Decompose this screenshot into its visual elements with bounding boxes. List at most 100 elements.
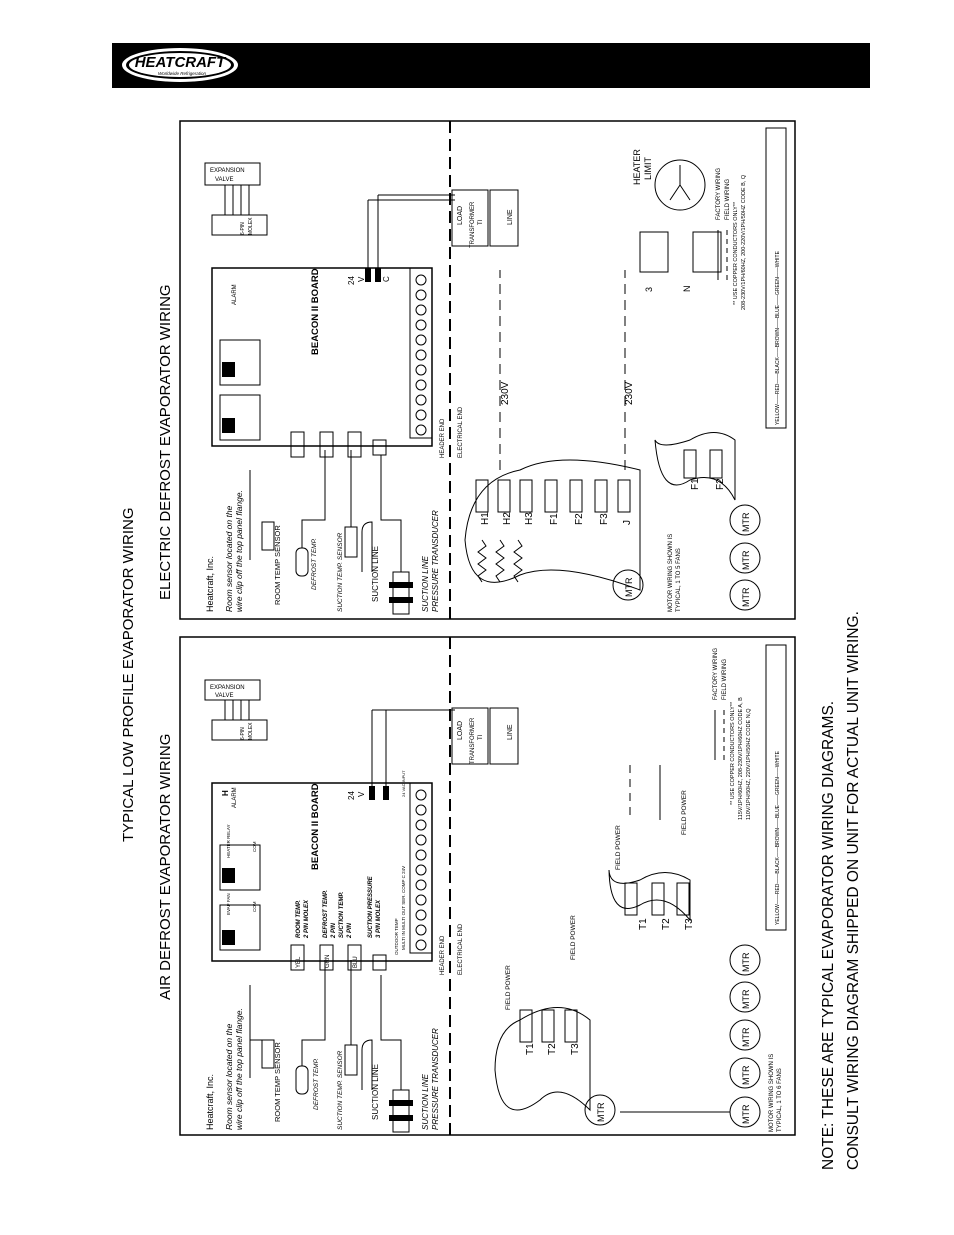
left-roomtemp-2: 2 PIN MOLEX — [304, 899, 310, 939]
left-legend-copper: ** USE COPPER CONDUCTORS ONLY** — [730, 701, 736, 805]
right-suction-line: SUCTION LINE — [371, 546, 380, 602]
right-j: J — [622, 520, 633, 525]
note-line-1: NOTE: THESE ARE TYPICAL EVAPORATOR WIRIN… — [820, 701, 837, 1170]
right-mtr-1: MTR — [741, 587, 751, 607]
right-exp-1: EXPANSION — [210, 168, 245, 174]
right-room-note-2: wire clip off the top panel flange. — [234, 490, 244, 612]
right-f1b: F1 — [690, 478, 701, 490]
left-com-1: COM — [252, 901, 257, 912]
left-heater-relay: HEATER RELAY — [226, 824, 231, 858]
left-motors: MTR MTR MTR MTR MTR MTR — [584, 944, 761, 1128]
right-mtr-3: MTR — [741, 512, 751, 532]
electric-defrost-panel: Heatcraft, Inc. Room sensor located on t… — [179, 120, 796, 620]
right-mtr-2: MTR — [741, 550, 751, 570]
left-title: AIR DEFROST EVAPORATOR WIRING — [157, 734, 174, 1000]
left-t1b: T1 — [638, 918, 649, 930]
brand-name: HEATCRAFT — [135, 54, 227, 71]
left-outdoor: OUTDOOR TEMP — [394, 918, 399, 955]
left-suction-sensor: SUCTION TEMP. SENSOR — [337, 1050, 344, 1130]
right-defrost-temp: DEFROST TEMP. — [311, 538, 318, 590]
right-beacon-board: BEACON II BOARD — [310, 268, 321, 355]
left-mtr-1: MTR — [741, 1104, 751, 1124]
left-board-terms: MULTI IN MULTI OUT SER. COMP C 24V — [401, 866, 406, 950]
left-alarm-symbol: H — [221, 790, 230, 796]
left-t3b: T3 — [684, 918, 695, 930]
right-alarm: ALARM — [232, 284, 238, 305]
left-company: Heatcraft, Inc. — [205, 1074, 215, 1130]
left-field-power-4: FIELD POWER — [681, 790, 688, 835]
left-legend-code-2: 110V/1PH/50HZ, 220V/1PH/50HZ CODE N,Q — [746, 708, 752, 820]
right-f2: F2 — [574, 513, 585, 525]
right-motor-note-1: MOTOR WIRING SHOWN IS — [668, 534, 674, 612]
left-v: V — [357, 791, 366, 797]
right-legend-field: FIELD WIRING — [725, 179, 731, 220]
left-field-power-1: FIELD POWER — [505, 965, 512, 1010]
left-load: LOAD — [457, 721, 464, 740]
left-t2b: T2 — [661, 918, 672, 930]
left-molex-1: 6-PIN — [240, 727, 246, 740]
left-ti: TI — [478, 734, 484, 740]
right-room-note-1: Room sensor located on the — [224, 505, 234, 612]
right-legend-copper: ** USE COPPER CONDUCTORS ONLY** — [733, 201, 739, 305]
left-suction-line: SUCTION LINE — [371, 1064, 380, 1120]
left-pt-2: PRESSURE TRANSDUCER — [431, 1028, 440, 1130]
right-24: 24 — [347, 276, 356, 285]
right-h2: H2 — [502, 512, 513, 525]
right-h1: H1 — [480, 512, 491, 525]
left-room-note-1: Room sensor located on the — [224, 1023, 234, 1130]
right-f2b: F2 — [715, 478, 726, 490]
left-t3: T3 — [570, 1043, 581, 1055]
left-field-power-2: FIELD POWER — [570, 915, 577, 960]
right-electrical-end: ELECTRICAL END — [458, 406, 464, 458]
right-room-sensor: ROOM TEMP SENSOR — [273, 525, 282, 605]
left-com-2: COM — [252, 841, 257, 852]
right-heater: HEATER — [632, 149, 642, 185]
left-defrostpin-2: 2 PIN — [331, 922, 337, 939]
left-field-power-3: FIELD POWER — [615, 825, 622, 870]
left-grn: GRN — [325, 955, 331, 968]
left-beacon-board: BEACON II BOARD — [310, 783, 321, 870]
right-pt-2: PRESSURE TRANSDUCER — [431, 510, 440, 612]
right-f1: F1 — [549, 513, 560, 525]
main-title: TYPICAL LOW PROFILE EVAPORATOR WIRING — [120, 508, 137, 843]
right-title: ELECTRIC DEFROST EVAPORATOR WIRING — [157, 284, 174, 600]
left-suctionpin-2: 2 PIN — [347, 922, 353, 939]
right-pt-1: SUCTION LINE — [421, 555, 430, 612]
right-limit: LIMIT — [643, 156, 653, 180]
right-legend-code: 208-230V/1PH/60HZ, 200-220V/1PH/50HZ COD… — [741, 174, 747, 310]
left-mtr-5: MTR — [741, 952, 751, 972]
left-mtr-4: MTR — [741, 989, 751, 1009]
right-legend-factory: FACTORY WIRING — [716, 168, 722, 220]
heatcraft-logo: HEATCRAFT Worldwide Refrigeration — [122, 48, 238, 82]
left-legend-code-1: 115V/1PH/60HZ, 208-230V/1PH/60HZ CODE A,… — [738, 697, 744, 820]
right-ti: TI — [478, 219, 484, 225]
left-defrostpin-1: DEFROST TEMP. — [323, 890, 329, 938]
left-exp-1: EXPANSION — [210, 685, 245, 691]
left-exp-2: VALVE — [215, 693, 233, 699]
right-transformer: TRANSFORMER — [470, 201, 476, 248]
left-mtr-2: MTR — [741, 1065, 751, 1085]
left-blu: BLU — [353, 956, 359, 968]
note-line-2: CONSULT WIRING DIAGRAM SHIPPED ON UNIT F… — [845, 611, 862, 1170]
right-230v-1: 230V — [500, 381, 511, 405]
left-header-end: HEADER END — [440, 935, 446, 975]
left-motor-note-2: TYPICAL, 1 TO 6 FANS — [777, 1068, 783, 1132]
left-colors: YELLOW——RED——BLACK——BROWN——BLUE——GREEN——… — [775, 750, 781, 925]
left-suctionpress-2: 3 PIN MOLEX — [376, 899, 382, 938]
left-transformer: TRANSFORMER — [470, 717, 476, 764]
left-room-note-2: wire clip off the top panel flange. — [234, 1008, 244, 1130]
right-colors: YELLOW——RED——BLACK——BROWN——BLUE——GREEN——… — [775, 250, 781, 425]
right-molex-1: 6-PIN — [240, 222, 246, 235]
left-molex-2: MOLEX — [248, 722, 254, 740]
left-pt-1: SUCTION LINE — [421, 1073, 430, 1130]
right-h-terminals — [475, 479, 631, 513]
right-v: V — [357, 276, 366, 282]
left-evap-fan: EVAP FAN — [226, 893, 231, 915]
right-company: Heatcraft, Inc. — [205, 556, 215, 612]
left-alarm: ALARM — [232, 787, 238, 808]
right-c: C — [382, 276, 391, 282]
left-legend-factory: FACTORY WIRING — [713, 648, 719, 700]
left-suctionpin-1: SUCTION TEMP. — [339, 891, 345, 938]
left-mtr-3: MTR — [741, 1027, 751, 1047]
